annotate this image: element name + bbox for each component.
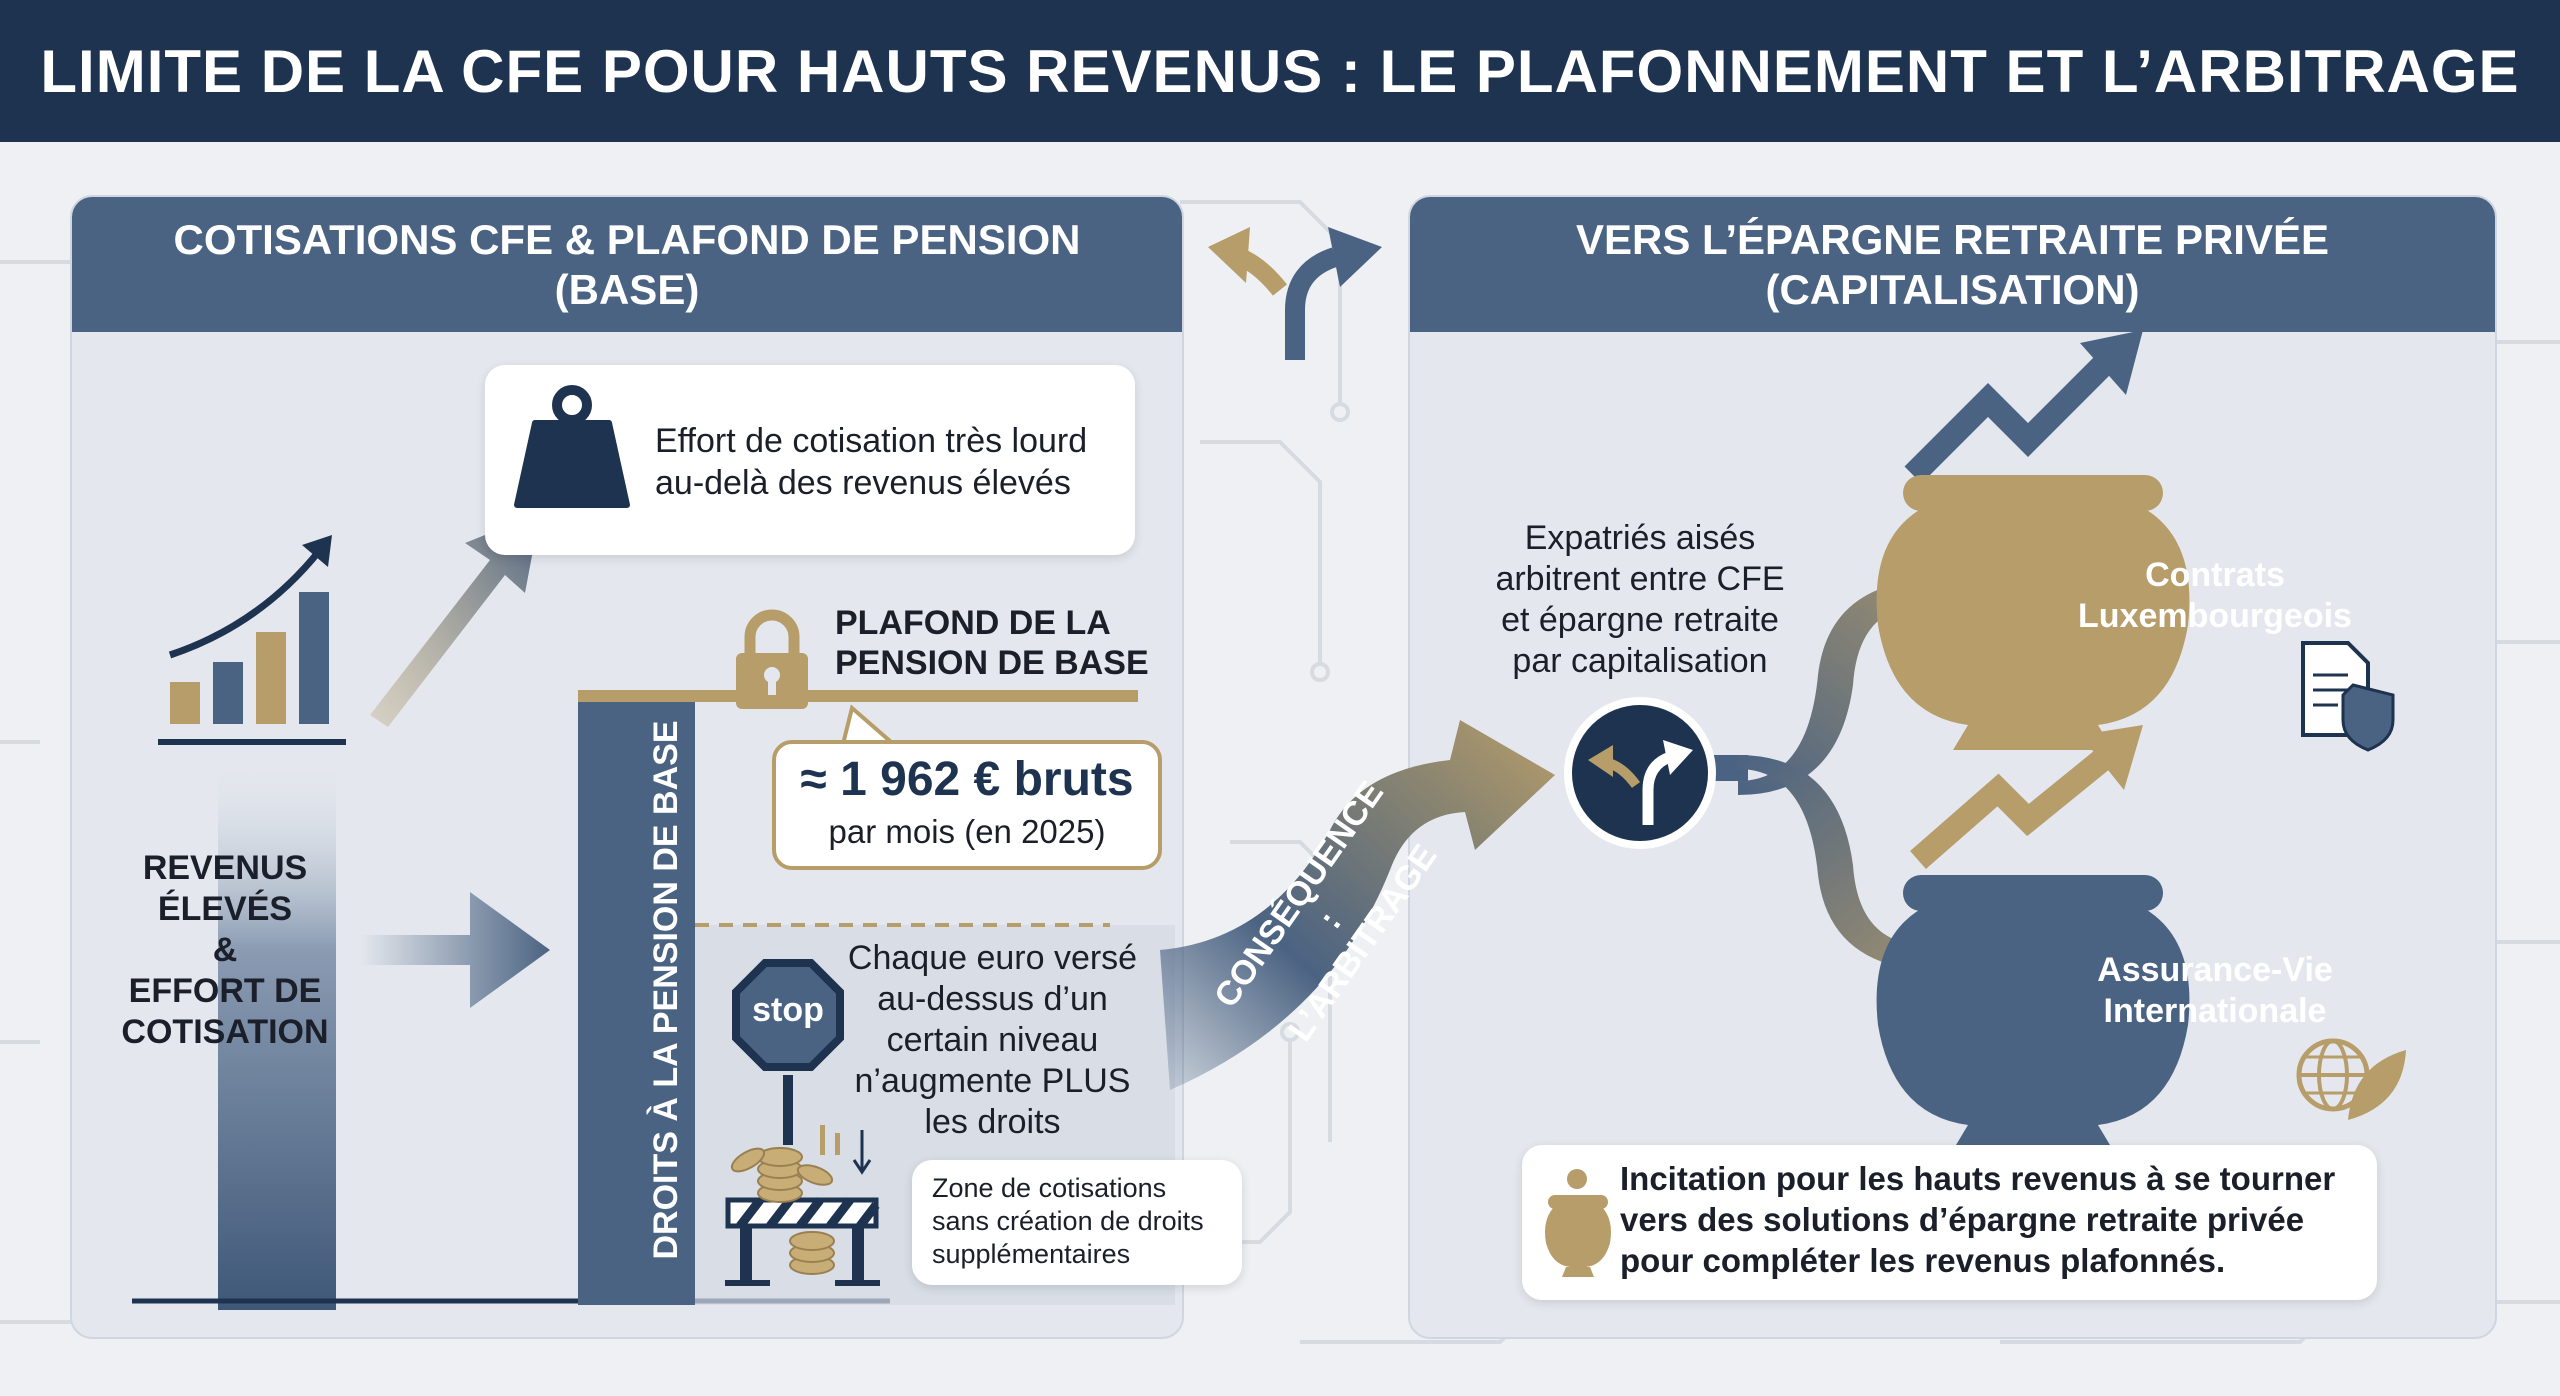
right-arrow <box>360 892 550 1008</box>
right-panel-graphics <box>1564 330 2406 1150</box>
right-panel-header: VERS L’ÉPARGNE RETRAITE PRIVÉE (CAPITALI… <box>1410 197 2495 332</box>
stop-sign-icon <box>732 959 844 1145</box>
title-bar: LIMITE DE LA CFE POUR HAUTS REVENUS : LE… <box>0 0 2560 142</box>
pot-bottom-icon <box>1876 725 2190 1150</box>
pot-bottom-label: Assurance-Vie Internationale <box>2097 951 2333 1030</box>
weight-icon <box>514 385 630 508</box>
diagonal-arrow <box>370 513 540 727</box>
incitation-box <box>1522 1145 2377 1300</box>
effort-text: Effort de cotisation très lourd au-delà … <box>655 422 1088 502</box>
plafond-value: ≈ 1 962 € bruts <box>800 753 1134 806</box>
euro-text: Chaque euro versé au-dessus d’un certain… <box>847 939 1138 1141</box>
fork-circle-icon <box>1564 697 1716 849</box>
zone-text: Zone de cotisations sans création de dro… <box>932 1173 1204 1269</box>
plafond-value-box <box>772 740 1162 870</box>
left-panel-header-text: COTISATIONS CFE & PLAFOND DE PENSION (BA… <box>173 215 1081 313</box>
right-panel-header-text: VERS L’ÉPARGNE RETRAITE PRIVÉE (CAPITALI… <box>1575 215 2330 313</box>
consequence-arrow <box>1160 720 1555 1090</box>
barrier-icon <box>725 1197 880 1286</box>
left-panel-header: COTISATIONS CFE & PLAFOND DE PENSION (BA… <box>72 197 1182 332</box>
globe-leaf-icon <box>2296 1038 2406 1120</box>
plafond-label: PLAFOND DE LA PENSION DE BASE <box>835 604 1149 682</box>
plafond-line <box>578 690 1138 702</box>
lock-icon <box>736 609 808 709</box>
droits-text: DROITS À LA PENSION DE BASE <box>647 720 685 1260</box>
stop-sign-text: stop <box>752 991 824 1029</box>
incitation-text: Incitation pour les hauts revenus à se t… <box>1620 1160 2336 1279</box>
coins-icon <box>730 1125 872 1275</box>
small-pot-icon <box>1545 1169 1611 1277</box>
document-shield-icon <box>2301 641 2395 752</box>
plafond-sub: par mois (en 2025) <box>828 813 1106 850</box>
revenus-text: REVENUS ÉLEVÉS & EFFORT DE COTISATION <box>121 849 329 1051</box>
pot-top-icon <box>1876 330 2190 750</box>
pot-top-label: Contrats Luxembourgeois <box>2078 556 2352 635</box>
droits-column <box>578 700 695 1305</box>
zone-box <box>912 1160 1242 1285</box>
bar-chart-icon <box>158 535 346 745</box>
fork-arrow-icon <box>1208 227 1382 360</box>
page-title: LIMITE DE LA CFE POUR HAUTS REVENUS : LE… <box>40 37 2520 105</box>
revenus-column <box>218 755 336 1310</box>
expat-text: Expatriés aisés arbitrent entre CFE et é… <box>1495 519 1785 680</box>
